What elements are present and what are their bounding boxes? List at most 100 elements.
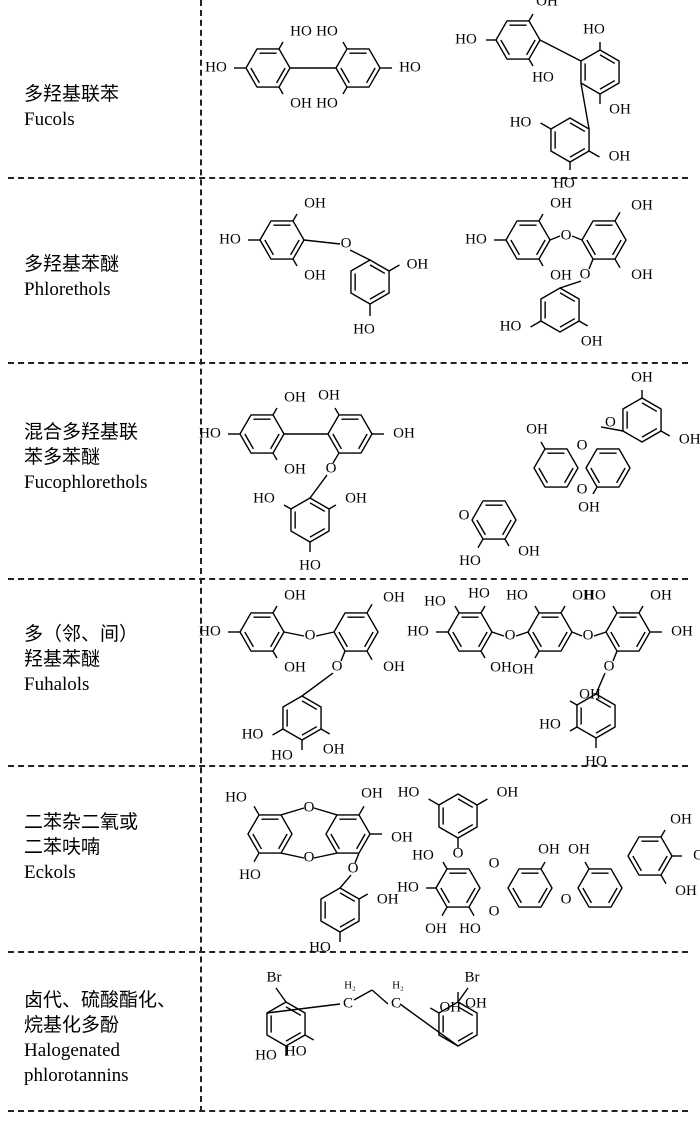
bond [328, 504, 337, 510]
atom-label: O [577, 481, 588, 497]
atom-label: O [505, 627, 516, 643]
bond [477, 538, 484, 549]
bond [476, 519, 487, 536]
bond [253, 805, 260, 816]
atom-label: HO [316, 23, 338, 39]
benzene-ring [245, 48, 291, 88]
label-en: Halogenated [24, 1040, 121, 1061]
bond [277, 833, 288, 850]
benzene-ring [540, 287, 580, 333]
benzene-ring [471, 500, 517, 540]
bond [366, 650, 373, 661]
label-zh: 多羟基联苯 [24, 84, 120, 105]
atom-label: HO [585, 753, 607, 769]
atom-label: HO [468, 585, 490, 601]
atom-label: HO [199, 623, 221, 639]
atom-label: Br [465, 969, 480, 985]
atom-label: HO [455, 31, 477, 47]
benzene-ring [495, 20, 541, 60]
bond [272, 650, 278, 659]
bond [339, 892, 356, 903]
bond [525, 39, 536, 56]
benzene-ring [447, 612, 493, 652]
atom-label: O [332, 658, 343, 674]
bond [457, 1031, 474, 1042]
bond [369, 264, 386, 275]
bond [571, 235, 583, 241]
atom-label: HO [255, 1047, 277, 1063]
bond [309, 502, 326, 513]
bond [342, 41, 348, 50]
bond [349, 249, 371, 261]
atom-label: HO [399, 59, 421, 75]
bond [278, 86, 284, 95]
bond [315, 631, 335, 637]
bond [339, 917, 356, 928]
bond [593, 631, 607, 637]
bond [358, 805, 365, 816]
bond [313, 807, 338, 816]
benzene-ring [435, 868, 481, 908]
atom-label: HO [510, 114, 532, 130]
bond [354, 852, 360, 864]
bond [269, 433, 280, 450]
bond [532, 631, 543, 648]
label-zh-line2: 羟基苯醚 [24, 649, 101, 670]
bond [538, 258, 544, 267]
bond [491, 631, 505, 637]
atom-label: OH [407, 256, 429, 272]
atom-label: HO [309, 939, 331, 955]
benzene-ring [580, 49, 620, 95]
bond [358, 893, 369, 900]
bond [304, 1034, 315, 1041]
atom-label: OH [490, 659, 512, 675]
bond [292, 258, 298, 267]
atom-label: O [341, 235, 352, 251]
bond [244, 433, 255, 450]
benzene-ring [239, 612, 285, 652]
atom-label: HO [285, 1043, 307, 1059]
atom-label: OH [290, 95, 312, 111]
bond [252, 833, 263, 850]
atom-label: OH [284, 587, 306, 603]
bond [457, 798, 474, 809]
atom-label: OH [284, 389, 306, 405]
label-zh-line2: 苯多苯醚 [24, 447, 101, 468]
atom-label: OH [345, 490, 367, 506]
bond [635, 631, 646, 648]
label-zh-line2: 烷基化多酚 [24, 1015, 120, 1036]
row-label-fucophlorethols: 混合多羟基联 苯多苯醚 Fucophlorethols [24, 420, 194, 495]
atom-label: HO [199, 425, 221, 441]
bond [557, 631, 568, 648]
atom-label: HO [584, 587, 606, 603]
bond [563, 467, 574, 484]
atom-label: HO [583, 21, 605, 37]
benzene-ring [290, 497, 330, 543]
atom-label: OH [284, 659, 306, 675]
atom-label: HO [465, 231, 487, 247]
bond [244, 631, 255, 648]
atom-label: HO [225, 790, 247, 806]
atom-label: O [305, 627, 316, 643]
bond [365, 67, 376, 84]
bond [340, 67, 351, 84]
atom-label: O [304, 799, 315, 815]
bond [457, 823, 474, 834]
benzene-ring [320, 887, 360, 933]
bond [560, 605, 566, 614]
benzene-ring [622, 397, 662, 443]
atom-label: O [453, 845, 464, 861]
row-divider [8, 1110, 688, 1112]
row-label-phlorethols: 多羟基苯醚 Phlorethols [24, 252, 194, 302]
benzene-ring [239, 414, 285, 454]
atom-label: HO [299, 557, 321, 573]
bond [480, 605, 486, 614]
bond [539, 39, 582, 62]
atom-label: HO [398, 784, 420, 800]
benzene-ring [335, 48, 381, 88]
bond [540, 441, 546, 450]
bond [442, 861, 448, 870]
bond [510, 239, 521, 256]
row-divider [8, 951, 688, 953]
